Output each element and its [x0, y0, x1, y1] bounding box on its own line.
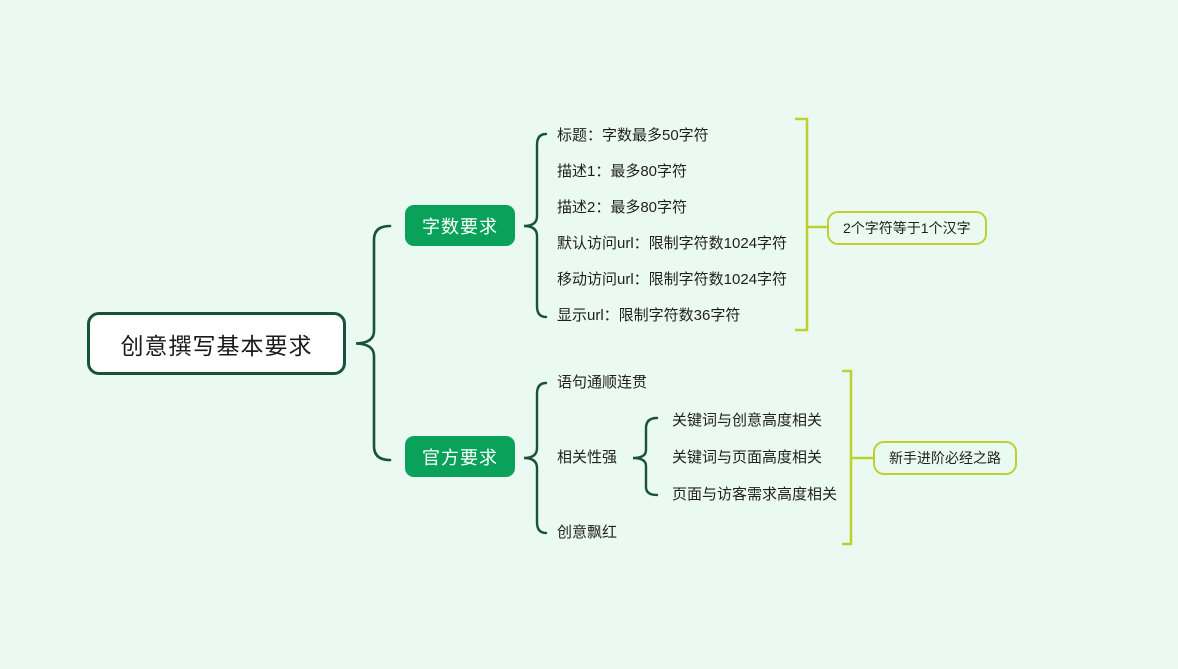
callout-char-conversion[interactable]: 2个字符等于1个汉字 — [827, 211, 987, 245]
relevance-brace — [632, 416, 659, 497]
item-title-limit[interactable]: 标题：字数最多50字符 — [557, 127, 709, 144]
official-summary-bracket — [842, 369, 853, 546]
item-display-url-limit[interactable]: 显示url：限制字符数36字符 — [557, 307, 741, 324]
item-default-url-limit[interactable]: 默认访问url：限制字符数1024字符 — [557, 235, 788, 252]
root-topic[interactable]: 创意撰写基本要求 — [87, 312, 346, 375]
item-creative-highlight[interactable]: 创意飘红 — [557, 524, 618, 541]
callout-novice-path[interactable]: 新手进阶必经之路 — [873, 441, 1017, 475]
subitem-keyword-creative[interactable]: 关键词与创意高度相关 — [672, 412, 823, 429]
item-desc1-limit[interactable]: 描述1：最多80字符 — [557, 163, 688, 180]
item-desc2-limit[interactable]: 描述2：最多80字符 — [557, 199, 688, 216]
wordcount-summary-bracket — [795, 117, 809, 332]
subitem-page-visitor[interactable]: 页面与访客需求高度相关 — [672, 486, 838, 503]
item-strong-relevance[interactable]: 相关性强 — [557, 449, 618, 466]
topic-official[interactable]: 官方要求 — [405, 436, 515, 477]
official-brace — [523, 381, 548, 535]
item-fluent-sentence[interactable]: 语句通顺连贯 — [557, 374, 648, 391]
topic-word-count[interactable]: 字数要求 — [405, 205, 515, 246]
root-brace — [355, 224, 392, 462]
wordcount-brace — [523, 132, 548, 319]
subitem-keyword-page[interactable]: 关键词与页面高度相关 — [672, 449, 823, 466]
item-mobile-url-limit[interactable]: 移动访问url：限制字符数1024字符 — [557, 271, 788, 288]
